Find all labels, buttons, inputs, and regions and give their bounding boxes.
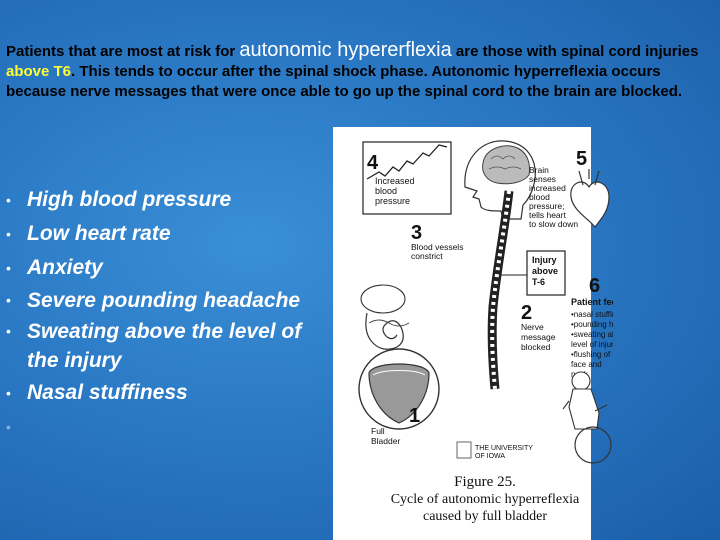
patient-feels-title: Patient feels: bbox=[571, 297, 613, 307]
bullet-icon: • bbox=[6, 419, 11, 435]
list-item-text: Nasal stuffiness bbox=[27, 381, 188, 404]
injury-label-line: above bbox=[532, 266, 558, 276]
symptom-list: • High blood pressure • Low heart rate • An… bbox=[6, 184, 336, 435]
step-number: 6 bbox=[589, 275, 600, 297]
logo-line: THE UNIVERSITY bbox=[475, 445, 533, 452]
hyperreflexia-diagram: 4 Increased blood pressure Brain senses … bbox=[358, 140, 613, 464]
step-number: 1 bbox=[409, 405, 420, 427]
intestines-icon bbox=[360, 284, 410, 350]
intro-text-2: are those with spinal cord injuries bbox=[451, 43, 699, 60]
brain-label-line: pressure; bbox=[529, 201, 564, 211]
list-item: • High blood pressure bbox=[6, 184, 336, 216]
bullet-icon: • bbox=[6, 385, 11, 401]
bullet-icon: • bbox=[6, 226, 11, 242]
step-3-label: Blood vessels bbox=[411, 242, 463, 252]
bullet-icon: • bbox=[6, 260, 11, 276]
bullet-icon: • bbox=[6, 292, 11, 308]
bullet-icon: • bbox=[6, 323, 11, 339]
patient-feels-item: level of injury bbox=[571, 340, 613, 349]
bladder-icon bbox=[358, 348, 440, 430]
brain-label-line: increased bbox=[529, 183, 566, 193]
patient-feels-item: face and bbox=[571, 360, 602, 369]
intro-paragraph: Patients that are most at risk for auton… bbox=[6, 40, 718, 102]
step-3-label: constrict bbox=[411, 251, 443, 261]
step-2-label: Nerve bbox=[521, 322, 544, 332]
injury-label-line: Injury bbox=[532, 255, 557, 265]
figure-number: Figure 25. bbox=[454, 474, 516, 490]
intro-highlight: autonomic hypererflexia bbox=[239, 39, 452, 61]
list-item-text: Low heart rate bbox=[27, 222, 171, 245]
list-item: • Sweating above the level of the injury bbox=[6, 317, 336, 375]
brain-label-line: blood bbox=[529, 192, 550, 202]
caption-panel bbox=[375, 462, 591, 540]
patient-feels-item: •flushing of bbox=[571, 350, 611, 359]
bullet-icon: • bbox=[6, 192, 11, 208]
step-2-label: message bbox=[521, 332, 556, 342]
patient-feels: Patient feels: •nasal stuffiness •poundi… bbox=[571, 297, 613, 379]
intro-text-3: . This tends to occur after the spinal s… bbox=[6, 63, 683, 100]
brain-label: Brain senses increased blood pressure; t… bbox=[529, 165, 578, 229]
list-item-text: High blood pressure bbox=[27, 188, 232, 211]
list-item: • Low heart rate bbox=[6, 218, 336, 250]
intro-text-1: Patients that are most at risk for bbox=[6, 43, 240, 60]
brain-label-line: Brain bbox=[529, 165, 549, 175]
step-4-label: pressure bbox=[375, 196, 410, 206]
step-2-label: blocked bbox=[521, 342, 551, 352]
brain-label-line: tells heart bbox=[529, 210, 566, 220]
caption-line-2: caused by full bladder bbox=[422, 509, 547, 524]
step-4-label: blood bbox=[375, 186, 397, 196]
step-1-label: Bladder bbox=[371, 436, 400, 446]
list-item: • Severe pounding headache bbox=[6, 286, 336, 315]
intro-yellow: above T6 bbox=[6, 63, 72, 80]
list-item-text: Anxiety bbox=[27, 256, 103, 279]
injury-label-line: T-6 bbox=[532, 277, 545, 287]
brain-label-line: senses bbox=[529, 174, 556, 184]
logo-line: OF IOWA bbox=[475, 453, 505, 460]
university-logo: THE UNIVERSITY OF IOWA bbox=[456, 441, 533, 460]
step-number: 2 bbox=[521, 302, 532, 324]
brain-label-line: to slow down bbox=[529, 219, 578, 229]
step-1-label: Full bbox=[371, 426, 385, 436]
list-item-text: Sweating above the level of the injury bbox=[27, 320, 302, 372]
step-4-label: Increased bbox=[375, 176, 415, 186]
patient-feels-item: •pounding headache bbox=[571, 320, 613, 329]
step-number: 5 bbox=[576, 148, 587, 170]
step-number: 4 bbox=[367, 152, 379, 174]
list-item-text: Severe pounding headache bbox=[27, 289, 301, 312]
list-item: • Anxiety bbox=[6, 252, 336, 284]
injury-box: Injury above T-6 bbox=[499, 250, 566, 296]
list-item: • Nasal stuffiness bbox=[6, 377, 336, 409]
heart-icon bbox=[570, 169, 610, 228]
step-number: 3 bbox=[411, 222, 422, 244]
patient-feels-item: •sweating above bbox=[571, 330, 613, 339]
step-4-graph: 4 Increased blood pressure bbox=[362, 141, 452, 215]
figure-caption: Figure 25. Cycle of autonomic hyperrefle… bbox=[385, 473, 585, 525]
caption-line-1: Cycle of autonomic hyperreflexia bbox=[390, 492, 580, 507]
head-icon bbox=[464, 140, 536, 220]
patient-wheelchair-icon bbox=[562, 371, 612, 464]
patient-feels-item: •nasal stuffiness bbox=[571, 310, 613, 319]
